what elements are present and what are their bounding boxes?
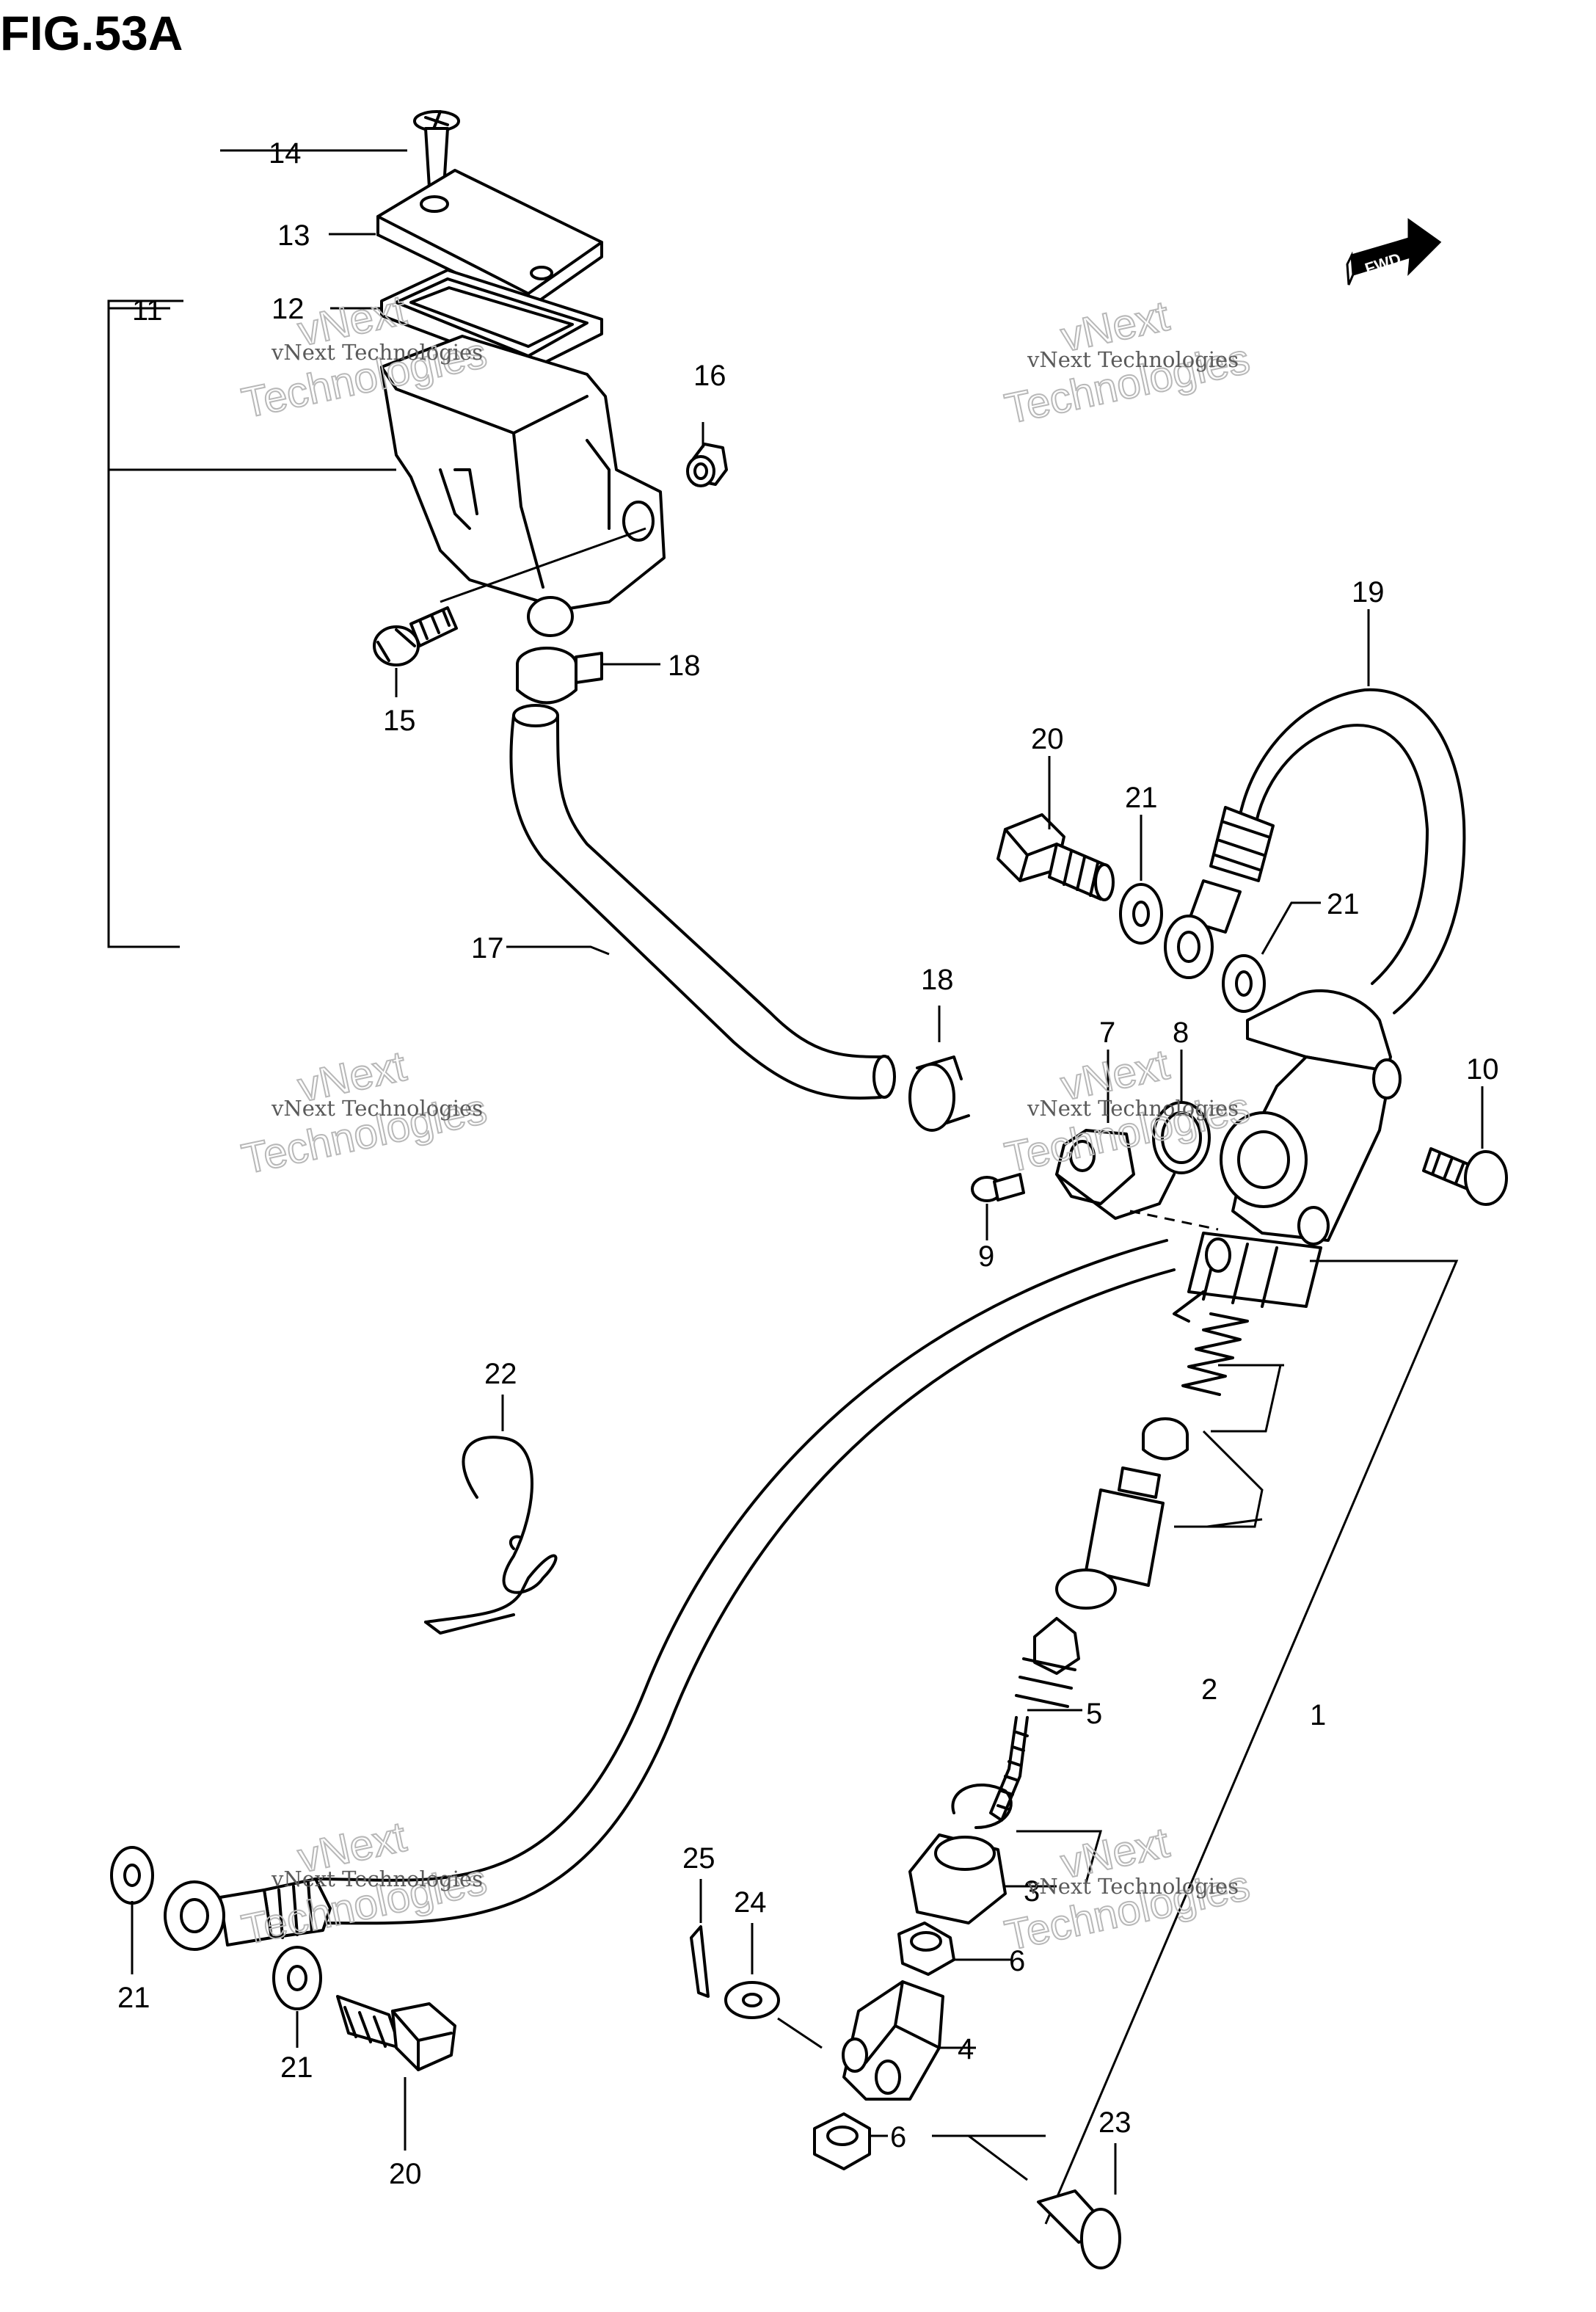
mount-bolt-10 (1422, 1086, 1508, 1206)
callout-20-lower: 20 (389, 2158, 422, 2190)
banjo-bolt-lower (336, 1995, 456, 2151)
piston-spring-kit (1055, 1312, 1284, 1610)
joint-screw (971, 1173, 1025, 1240)
reservoir-hose-joint (1055, 1050, 1219, 1231)
svg-text:vNext Technologies: vNext Technologies (271, 1866, 483, 1891)
watermark-mid-left: Technologies vNext vNext Technologies (237, 1042, 492, 1184)
callout-17: 17 (471, 932, 504, 964)
watermark-bottom-left: Technologies vNext vNext Technologies (237, 1812, 492, 1955)
callout-5: 5 (1086, 1698, 1102, 1730)
brake-hose-upper (1239, 688, 1466, 1014)
callout-7: 7 (1099, 1017, 1115, 1049)
reservoir-diaphragm (380, 269, 603, 372)
reservoir-hose (509, 714, 889, 1100)
brake-hose-lower (314, 1239, 1176, 1925)
svg-text:vNext Technologies: vNext Technologies (1027, 1096, 1239, 1121)
bracket-11 (107, 299, 183, 948)
watermark-bottom-right: Technologies vNext vNext Technologies (1000, 1818, 1255, 1960)
svg-text:vNext Technologies: vNext Technologies (1027, 347, 1239, 372)
svg-text:vNext Technologies: vNext Technologies (1027, 1874, 1239, 1899)
callout-2: 2 (1201, 1673, 1217, 1706)
callout-21-lower-a: 21 (117, 1982, 150, 2014)
callout-18-upper: 18 (668, 650, 701, 682)
push-rod (989, 1617, 1082, 1822)
hose-fitting-upper (1164, 806, 1275, 979)
callout-12: 12 (272, 293, 305, 325)
callout-21-upper-b: 21 (1327, 888, 1360, 920)
callout-22: 22 (484, 1358, 517, 1390)
callout-24: 24 (734, 1886, 767, 1919)
callout-25: 25 (682, 1842, 715, 1875)
callout-10: 10 (1466, 1053, 1499, 1086)
dust-boot (908, 1784, 1102, 1924)
washer-upper-a (1119, 815, 1163, 945)
callout-19: 19 (1352, 576, 1385, 608)
callout-9: 9 (978, 1240, 994, 1273)
hose-fitting-lower (164, 1877, 332, 1951)
banjo-bolt-upper (996, 756, 1115, 901)
hose-clamp-lower (908, 1006, 970, 1132)
callout-21-lower-b: 21 (280, 2051, 313, 2084)
washer-upper-b (1222, 901, 1321, 1013)
callout-23: 23 (1098, 2106, 1132, 2139)
callout-13: 13 (277, 219, 310, 252)
push-rod-nut-upper (897, 1922, 1013, 1976)
o-ring (1152, 1050, 1211, 1174)
push-rod-clevis (777, 1980, 976, 2101)
fwd-arrow-icon: FWD (1346, 218, 1442, 286)
washer-lower-a (110, 1846, 154, 1974)
callout-3: 3 (1024, 1875, 1040, 1908)
callout-labels: 1 2 3 4 5 6 6 7 8 9 10 11 12 13 14 15 16… (117, 137, 1499, 2190)
watermark-top-right: Technologies vNext vNext Technologies (1000, 291, 1255, 434)
callout-20-upper: 20 (1031, 723, 1064, 755)
master-cylinder (1044, 989, 1459, 2225)
svg-text:vNext Technologies: vNext Technologies (271, 340, 483, 365)
svg-text:vNext Technologies: vNext Technologies (271, 1096, 483, 1121)
callout-18-lower: 18 (921, 964, 954, 996)
callout-14: 14 (269, 137, 302, 170)
figure-title: FIG.53A (0, 6, 183, 60)
callout-11: 11 (132, 294, 163, 327)
callout-4: 4 (958, 2033, 974, 2065)
reservoir-cap (376, 169, 603, 310)
callout-6-lower: 6 (890, 2121, 906, 2153)
washer-lower-b (272, 1946, 322, 2048)
callout-21-upper-a: 21 (1125, 782, 1158, 814)
clevis-pin (968, 2134, 1121, 2269)
clevis-washer (724, 1923, 780, 2019)
reservoir-mount-bolt (373, 606, 458, 666)
hose-clip (424, 1395, 558, 1635)
reservoir-assembly (107, 110, 728, 948)
reservoir-mount-nut (686, 443, 728, 487)
cotter-pin (690, 1879, 710, 1998)
push-rod-nut-lower (813, 2112, 1046, 2170)
callout-1: 1 (1310, 1699, 1326, 1731)
callout-16: 16 (693, 360, 726, 392)
callout-8: 8 (1173, 1017, 1189, 1049)
callout-15: 15 (383, 705, 416, 737)
reservoir-body (380, 335, 666, 637)
callout-6-upper: 6 (1009, 1945, 1025, 1977)
hose-clamp-upper (516, 647, 660, 705)
